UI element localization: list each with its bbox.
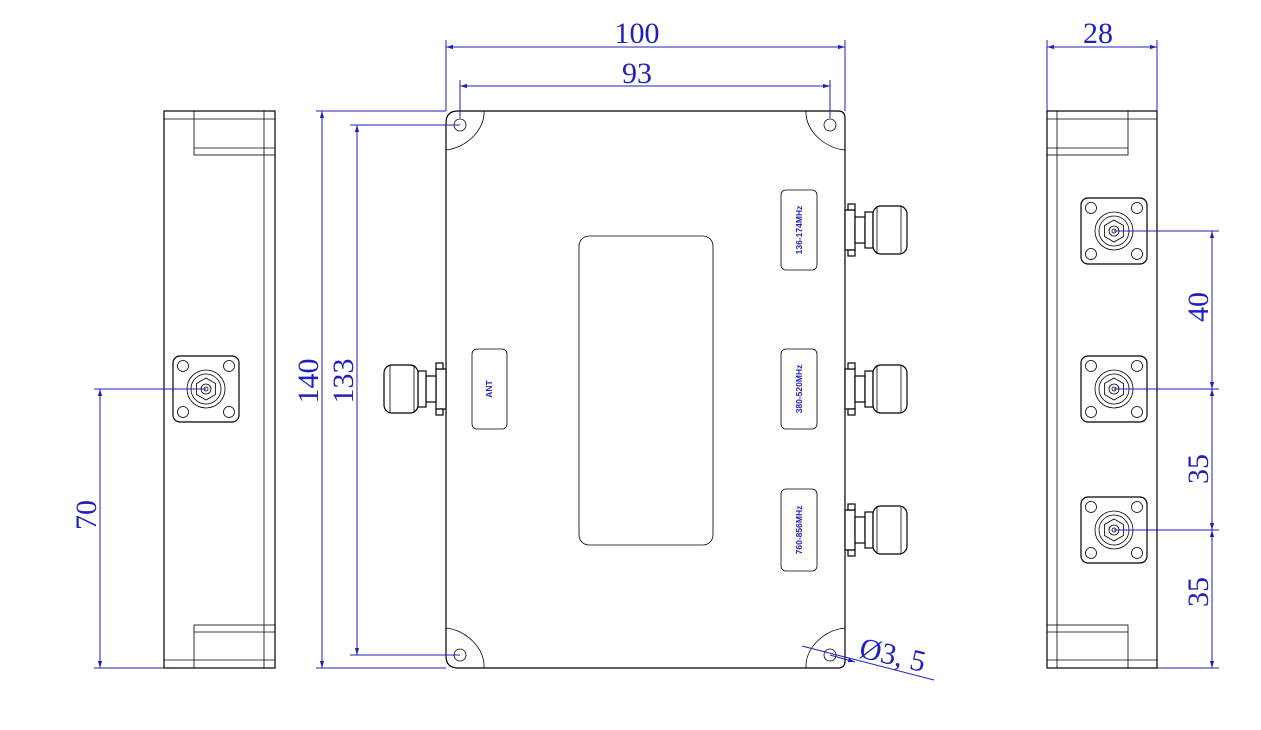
band3-connector-icon [844, 503, 908, 557]
mounting-hole-icon [823, 118, 837, 132]
dim-hole-spacing-133: 133 [327, 359, 360, 404]
dim-hole-spacing-93: 93 [622, 57, 652, 90]
dim-spacing-35-bottom: 35 [1182, 577, 1215, 607]
band2-connector-icon [844, 362, 908, 416]
label-plate [578, 235, 714, 546]
dim-connector-height-70: 70 [70, 500, 103, 530]
front-view: ANT 136-174MHz 380-520MHz 760-856MHz [383, 110, 908, 669]
dim-width-100: 100 [615, 17, 660, 50]
dim-spacing-35-mid: 35 [1182, 454, 1215, 484]
ant-port-label: ANT [484, 379, 494, 397]
band2-port-label: 380-520MHz [794, 365, 804, 414]
dim-depth-28: 28 [1083, 17, 1113, 50]
band1-connector-icon [844, 203, 908, 257]
band3-port-label: 760-856MHz [794, 506, 804, 555]
dim-height-140: 140 [292, 359, 325, 404]
dim-hole-diameter: Ø3, 5 [856, 632, 928, 679]
dim-spacing-40: 40 [1182, 292, 1215, 322]
dimension-lines [94, 40, 1219, 681]
ant-connector-icon [383, 362, 447, 416]
band1-port-label: 136-174MHz [794, 206, 804, 255]
